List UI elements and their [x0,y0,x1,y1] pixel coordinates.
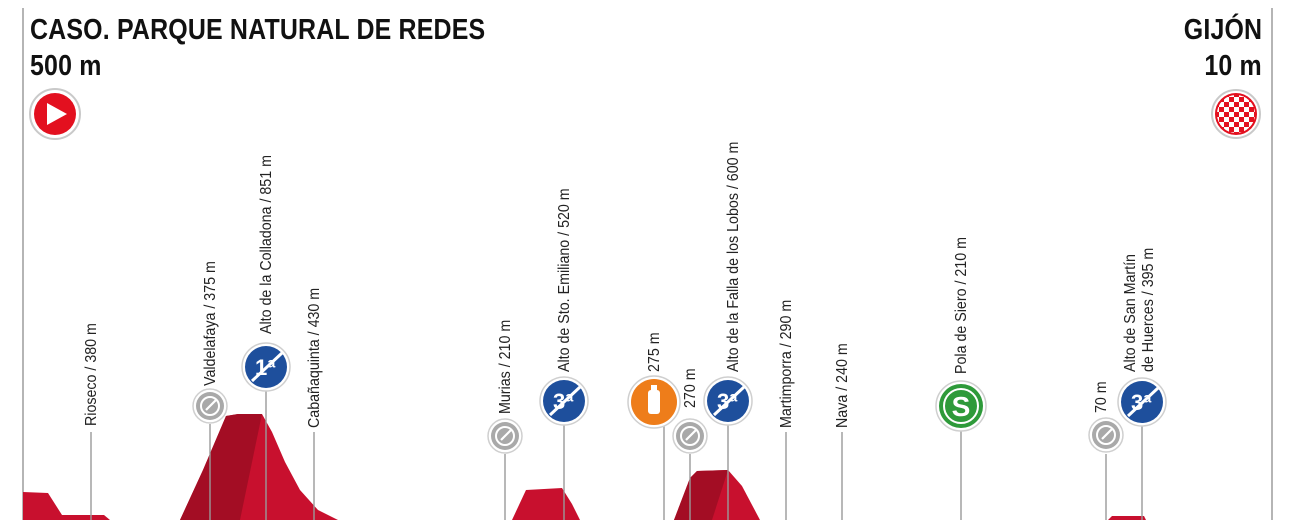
marker-label: Alto de San Martín [1123,254,1140,372]
marker-label: Murias / 210 m [498,320,515,414]
start-arrow-icon [29,88,81,140]
marker-label: Alto de la Colladona / 851 m [259,155,276,334]
profile-segment-start [23,492,110,520]
marker-label: Alto de Sto. Emiliano / 520 m [557,188,574,372]
marker-label: Pola de Siero / 210 m [954,237,971,374]
mountain-climb-icon: 1ª [241,342,291,392]
start-town-name: CASO. PARQUE NATURAL DE REDES [30,14,486,46]
profile-segment-emiliano [512,488,580,520]
marker-label: Valdelafaya / 375 m [203,261,220,386]
marker-layer: Rioseco / 380 m Valdelafaya / 375 m Alto d… [84,142,1167,520]
marker-label: Cabañaquinta / 430 m [307,288,324,428]
profile-segment-falla-shade [674,470,728,520]
elevation-profile [23,414,1146,520]
checkpoint-icon [672,418,708,454]
mountain-climb-icon: 3ª [539,376,589,426]
route-marker: Valdelafaya / 375 m [192,261,228,520]
route-marker: Nava / 240 m [835,343,852,520]
marker-label-line2: de Huerces / 395 m [1141,248,1158,372]
marker-label: Martimporra / 290 m [779,300,796,428]
route-marker: 275 m [627,332,681,520]
marker-label: Alto de la Falla de los Lobos / 600 m [726,142,743,372]
start-altitude: 500 m [30,50,102,82]
route-marker: Rioseco / 380 m [84,323,101,520]
finish-checkered-flag-icon [1211,89,1261,139]
checkpoint-icon [487,418,523,454]
checkpoint-icon [192,388,228,424]
route-marker: Martimporra / 290 m [779,300,796,520]
feed-zone-bottle-icon [627,375,681,429]
sprint-icon: S [935,380,987,432]
route-marker: Cabañaquinta / 430 m [307,288,324,520]
checkpoint-icon [1088,417,1124,453]
profile-segment-huerces [1108,516,1146,520]
route-marker: Alto de la Falla de los Lobos / 600 m 3ª [703,142,753,520]
climb-category: 1ª [255,355,276,380]
climb-category: 3ª [553,389,574,414]
route-marker: Murias / 210 m [487,320,523,520]
route-marker: 70 m [1088,381,1124,520]
climb-category: 3ª [1131,390,1152,415]
mountain-climb-icon: 3ª [703,376,753,426]
marker-label: 270 m [683,368,700,408]
sprint-label: S [952,391,971,422]
marker-label: Rioseco / 380 m [84,323,101,426]
climb-category: 3ª [717,389,738,414]
route-marker: Pola de Siero / 210 m S [935,237,987,520]
route-marker: 270 m [672,368,708,520]
finish-altitude: 10 m [1204,50,1262,82]
finish-town-name: GIJÓN [1183,14,1262,46]
marker-label: Nava / 240 m [835,343,852,428]
route-marker: Alto de Sto. Emiliano / 520 m 3ª [539,188,589,520]
marker-label: 70 m [1094,381,1111,413]
profile-segment-colladona-shade [180,414,262,520]
mountain-climb-icon: 3ª [1117,377,1167,427]
route-marker: Alto de la Colladona / 851 m 1ª [241,155,291,520]
marker-label: 275 m [647,332,664,372]
